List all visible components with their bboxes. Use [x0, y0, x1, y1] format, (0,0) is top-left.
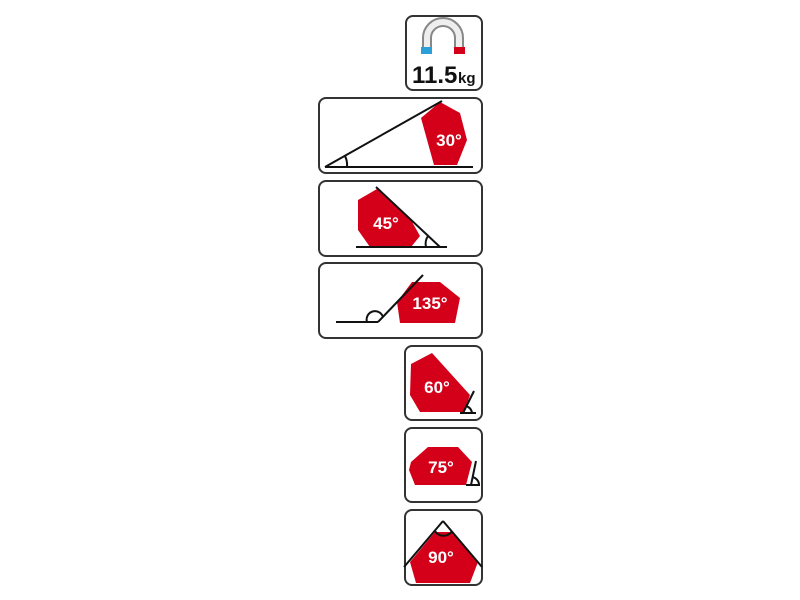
angle-135-icon — [336, 274, 460, 323]
angle-60-icon — [410, 353, 476, 414]
angle-label-45: 45° — [373, 214, 399, 233]
magnet-icon — [421, 17, 465, 54]
angle-label-30: 30° — [436, 131, 462, 150]
angle-45-icon — [356, 186, 447, 248]
angle-90-icon — [403, 520, 483, 583]
angle-label-135: 135° — [412, 294, 447, 313]
angle-label-60: 60° — [424, 378, 450, 397]
angle-75-icon — [409, 447, 481, 486]
angle-label-90: 90° — [428, 548, 454, 567]
angle-label-75: 75° — [428, 458, 454, 477]
magnet-strength-panel — [405, 15, 483, 91]
magnet-value: 11.5 — [412, 62, 457, 89]
magnet-unit: kg — [458, 70, 476, 87]
angle-30-icon — [324, 100, 473, 168]
